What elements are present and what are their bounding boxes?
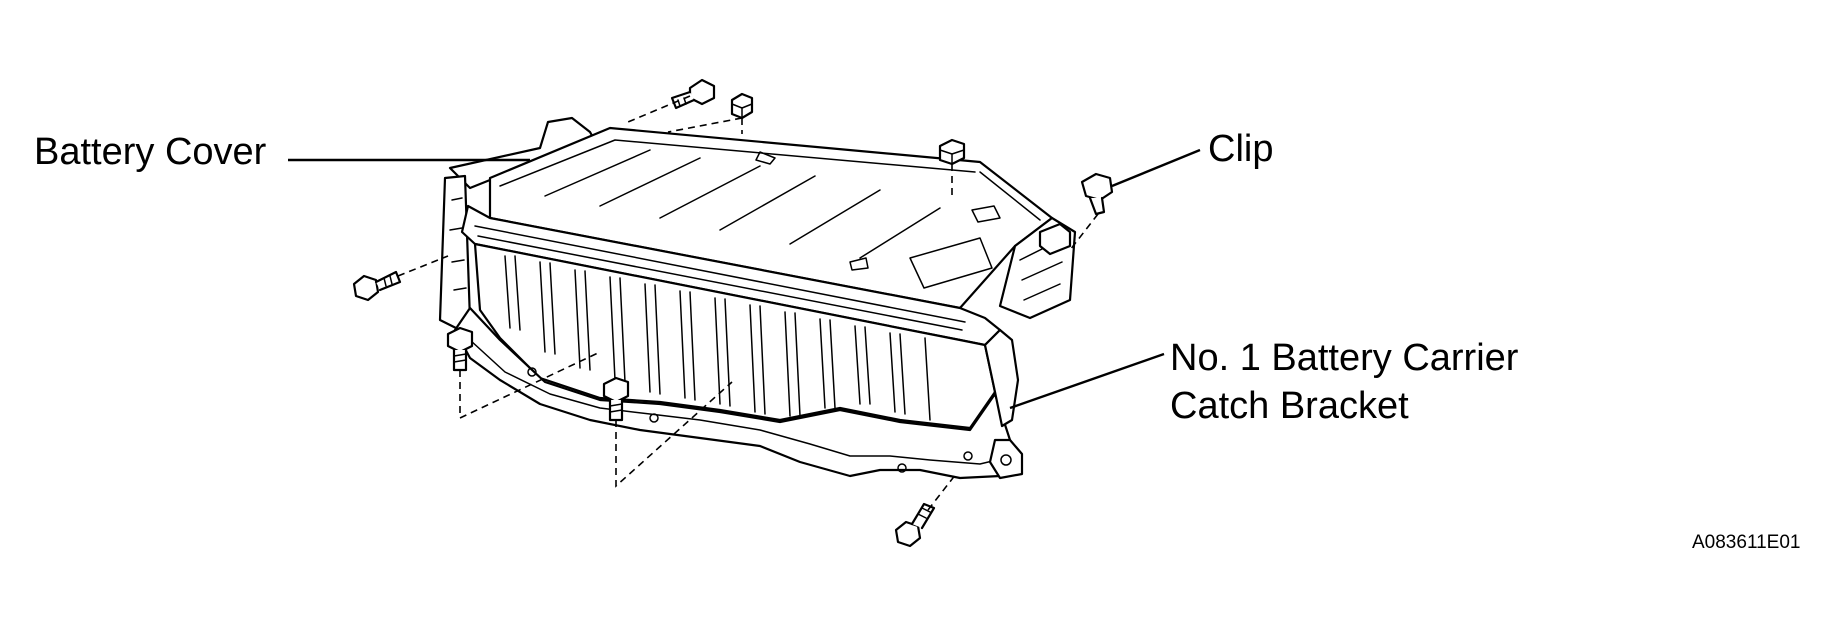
nut-icon — [730, 92, 754, 120]
catch-bracket-label-line2: Catch Bracket — [1170, 385, 1409, 427]
bolt-icon — [894, 502, 936, 548]
leader-lines — [288, 148, 1201, 410]
clip-label: Clip — [1208, 128, 1274, 170]
bolt-icon — [352, 270, 402, 302]
nut-icon — [938, 138, 966, 166]
bracket-leader — [1009, 352, 1165, 410]
battery-assembly — [438, 116, 1077, 480]
bolt-icon — [446, 326, 474, 372]
bolt-icon — [670, 78, 716, 110]
clip-leader — [1111, 148, 1201, 188]
catch-bracket — [983, 328, 1020, 428]
fasteners — [352, 78, 1114, 548]
battery-cover-label: Battery Cover — [34, 131, 267, 173]
catch-bracket-label-line1: No. 1 Battery Carrier — [1170, 337, 1519, 379]
clip-icon — [1080, 172, 1114, 216]
alignment-lines — [397, 95, 1099, 511]
figure-id-label: A083611E01 — [1692, 532, 1801, 553]
